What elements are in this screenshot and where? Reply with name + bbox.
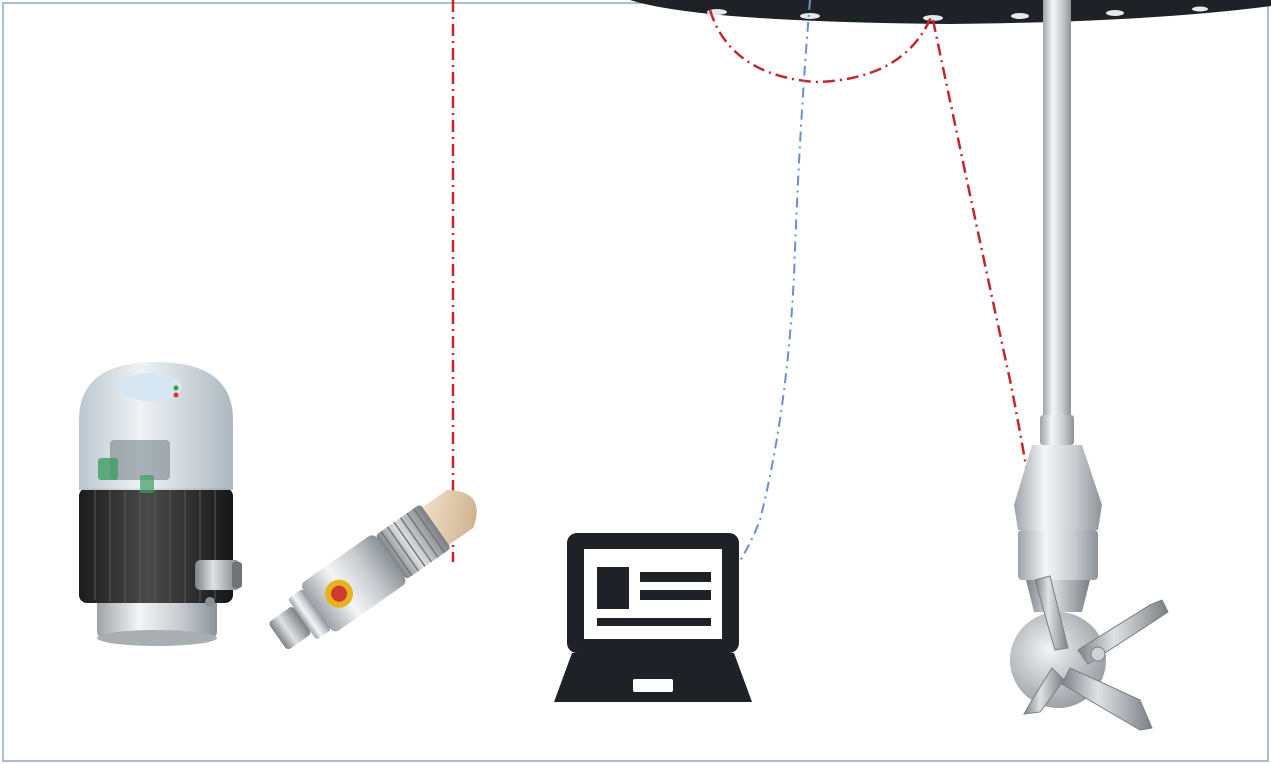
tank-lid xyxy=(630,0,1271,24)
tank-cleaning-head-icon xyxy=(1010,0,1168,730)
laptop-icon xyxy=(554,533,752,702)
pressure-sensor-icon xyxy=(260,475,490,661)
valve-controller-icon xyxy=(79,362,242,646)
